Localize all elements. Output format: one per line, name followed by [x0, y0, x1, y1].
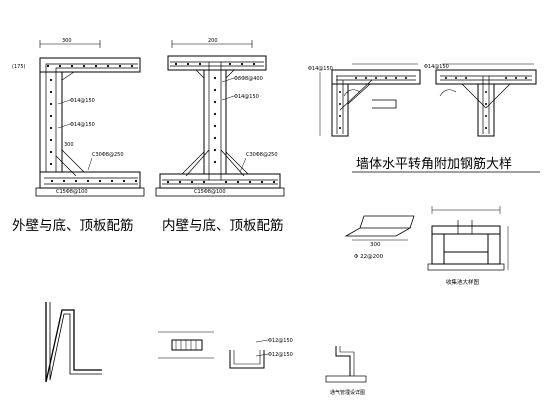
corner-detail-l — [319, 63, 421, 137]
inner-bar-label: Φ14@150 — [234, 94, 259, 100]
outer-top-dim: 300 — [62, 38, 72, 44]
corner-bar-label: Φ14@150 — [308, 66, 333, 72]
outer-c15-label: C15Φ8@100 — [56, 189, 88, 195]
inner-cushion-layer — [155, 187, 285, 197]
bent-bar-detail — [45, 302, 102, 383]
inner-c15-label: C15Φ8@100 — [194, 189, 226, 195]
vent-pipe-labels: 通气管埋设详图 — [330, 389, 365, 396]
inner-c30-label: C30Φ8@250 — [246, 152, 278, 158]
outer-wall-labels: 300 (175) Φ14@150 Φ14@150 300 C30Φ8@250 … — [12, 38, 124, 195]
outer-wall-detail — [35, 40, 145, 197]
outer-c30-label: C30Φ8@250 — [92, 152, 124, 158]
corner-bar-label: Φ14@150 — [424, 64, 449, 70]
channel-labels: Φ12@150 Φ12@150 — [268, 338, 293, 358]
outer-cushion-layer — [35, 187, 145, 197]
pipe-bar-label: Φ12@150 — [268, 338, 293, 344]
outer-dim-300: 300 — [64, 142, 74, 148]
inner-top-dim: 200 — [208, 38, 218, 44]
channel-detail — [229, 339, 269, 369]
section-caption: 收集池大样图 — [446, 278, 480, 286]
corner-l-wall — [331, 83, 349, 137]
caption-outer-wall: 外壁与底、顶板配筋 — [12, 217, 134, 234]
bar-note: Φ 22@200 — [354, 254, 384, 260]
captions: 外壁与底、顶板配筋 内壁与底、顶板配筋 墙体水平转角附加钢筋大样 — [12, 156, 540, 234]
inner-wall-detail — [155, 40, 285, 197]
corner-rebar-dots — [339, 77, 527, 129]
section-detail — [427, 206, 509, 271]
corner-l-slab — [331, 69, 421, 85]
pipe-caption: 通气管埋设详图 — [330, 389, 365, 396]
vent-grille-detail — [158, 331, 214, 359]
outer-top-slab — [39, 57, 141, 73]
outer-bar-label: Φ14@150 — [70, 122, 95, 128]
inner-wall-rebar-dots — [166, 62, 276, 184]
inner-wall-labels: 200 Φ8Φ8@400 Φ14@150 C30Φ8@250 C15Φ8@100 — [194, 38, 278, 195]
bar-bending-sketch — [344, 215, 415, 241]
bar-bending-labels: 300 Φ 22@200 — [354, 242, 384, 260]
pipe-bar-label: Φ12@150 — [268, 352, 293, 358]
bar-dim-300: 300 — [370, 242, 381, 248]
corner-labels: Φ14@150 Φ14@150 — [308, 64, 449, 72]
outer-bar-label: Φ14@150 — [70, 98, 95, 104]
inner-bar-label: Φ8Φ8@400 — [234, 76, 263, 82]
section-labels: 收集池大样图 — [446, 278, 480, 286]
corner-t-wall — [477, 83, 495, 137]
outer-wall-rebar-dots — [46, 64, 138, 183]
corner-detail-t — [435, 63, 537, 137]
vent-pipe-detail — [325, 346, 367, 383]
caption-corner-detail: 墙体水平转角附加钢筋大样 — [356, 156, 512, 172]
caption-inner-wall: 内壁与底、顶板配筋 — [162, 217, 284, 234]
outer-side-dim: (175) — [12, 64, 25, 70]
